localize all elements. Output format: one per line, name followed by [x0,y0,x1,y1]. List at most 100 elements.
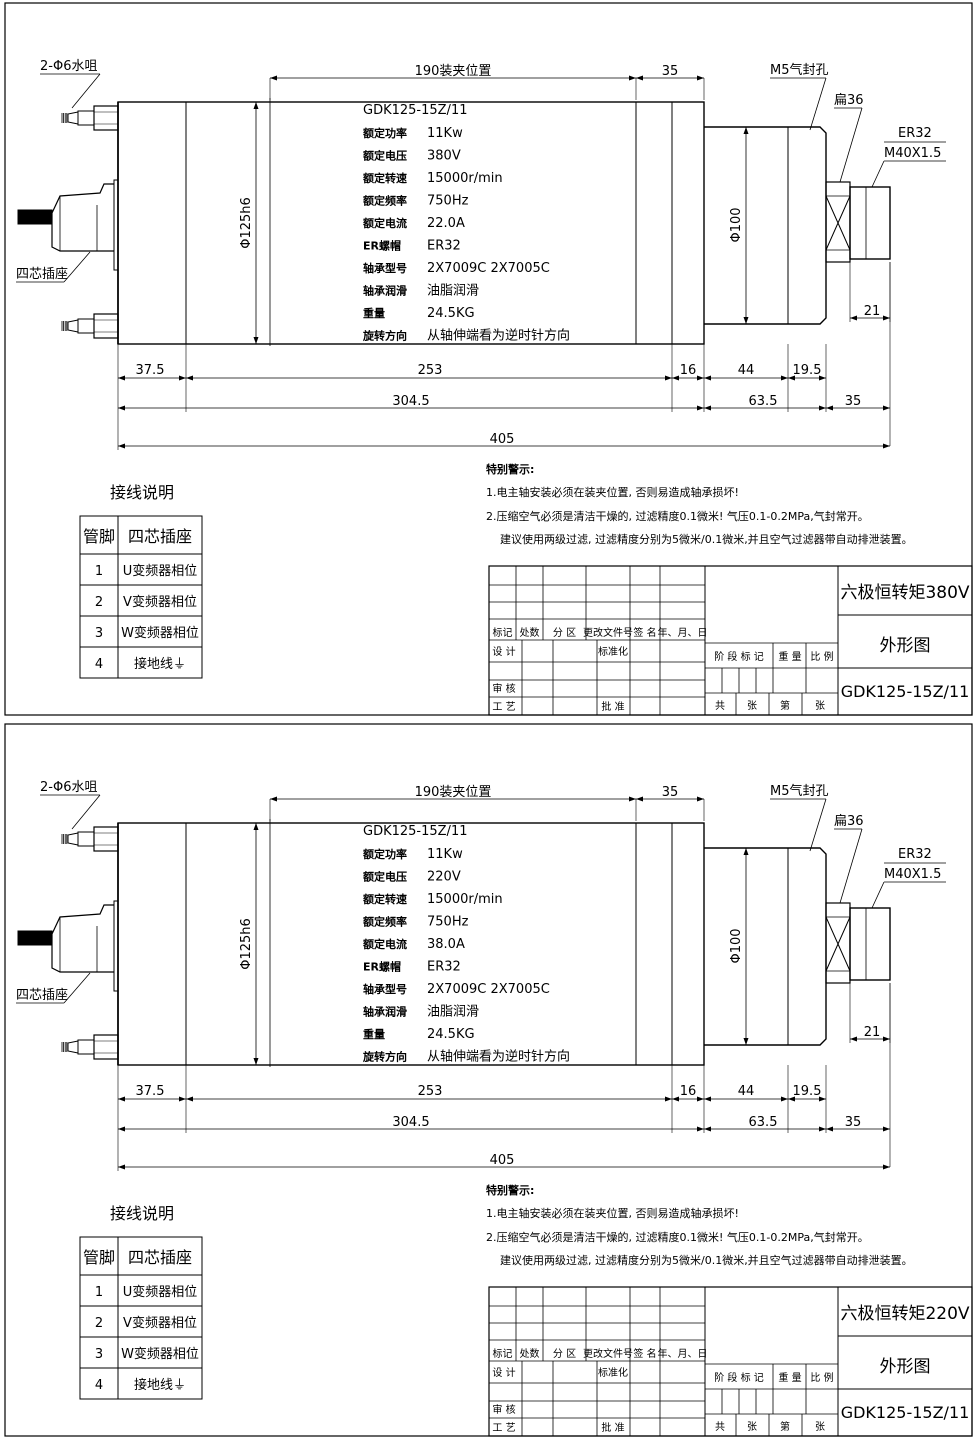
arrowhead [883,443,890,449]
title-sub: 外形图 [880,636,931,656]
dim-253: 253 [418,1084,443,1099]
arrowhead [629,796,636,802]
spec-label: 轴承润滑 [363,1005,407,1019]
spec-value: 38.0A [427,937,465,952]
stage-label: 阶 段 标 记 [714,650,764,663]
arrowhead [118,405,125,411]
arrowhead [186,1096,193,1102]
spec-label: 额定功率 [363,847,407,861]
wiring-phase: V变频器相位 [123,1315,197,1331]
arrowhead [883,1126,890,1132]
sheet2-label: 张 [815,700,825,712]
water-nozzle-callout: 2-Φ6水咀 [40,780,97,795]
scale-label: 比 例 [810,650,833,663]
arrowhead [883,1036,890,1042]
arrowhead [819,1096,826,1102]
approve-label: 批 准 [601,700,624,713]
water-nozzle-tip [67,111,79,125]
arrowhead [743,848,749,855]
arrowhead [704,375,711,381]
dim-44: 44 [738,363,755,378]
note-line: 2.压缩空气必须是清洁干燥的, 过滤精度0.1微米! 气压0.1-0.2MPa,… [486,1230,869,1244]
wiring-header: 四芯插座 [128,1248,192,1267]
title-block-label: 签 名 [633,1347,656,1360]
spec-value: 11Kw [427,126,463,141]
leader [63,251,91,283]
spec-label: 额定频率 [363,915,407,929]
arrowhead [270,75,277,81]
approve-label: 批 准 [601,1421,624,1434]
notes-title: 特别警示: [486,462,534,476]
note-line: 2.压缩空气必须是清洁干燥的, 过滤精度0.1微米! 气压0.1-0.2MPa,… [486,509,869,523]
leader [71,794,101,830]
water-nozzle-hex [77,831,95,847]
spec-value: 750Hz [427,915,469,930]
leader [71,73,101,109]
arrowhead [697,796,704,802]
wiring-phase: W变频器相位 [121,625,199,641]
arrowhead [697,75,704,81]
leader [871,160,885,188]
arrowhead [826,405,833,411]
dim-190: 190装夹位置 [415,785,492,800]
no-label: 第 [780,1420,790,1433]
arrowhead [665,1096,672,1102]
cable [17,930,53,946]
spec-value: ER32 [427,239,461,254]
spec-value: 750Hz [427,194,469,209]
arrowhead [253,823,259,830]
spindle-body [117,822,705,1066]
arrowhead [704,1096,711,1102]
arrowhead [850,1036,857,1042]
check-label: 审 核 [492,682,515,695]
title-main: 六极恒转矩220V [840,1304,969,1324]
arrowhead [788,1096,795,1102]
arrowhead [665,375,672,381]
wiring-cell [117,646,203,679]
arrowhead [819,405,826,411]
spindle-nose [704,847,827,1046]
arrowhead [883,1164,890,1170]
thread-callout: M40X1.5 [884,146,941,161]
er32-collet-nut [849,186,891,260]
arrowhead [697,1126,704,1132]
title-block-label: 年、月、日 [658,626,708,639]
spec-label: 额定电流 [363,937,407,951]
spindle-nose [704,126,827,325]
arrowhead [850,315,857,321]
arrowhead [781,375,788,381]
four-core-socket [51,183,114,252]
arrowhead [697,1096,704,1102]
standard-label: 标准化 [598,1366,628,1379]
process-label: 工 艺 [492,1422,515,1434]
water-nozzle-tip [67,319,79,333]
title-block-label: 签 名 [633,626,656,639]
wiring-pin: 2 [95,595,103,610]
spec-value: 15000r/min [427,171,503,186]
water-nozzle-hex [77,1039,95,1055]
spec-label: 重量 [363,306,385,320]
wiring-pin: 4 [95,1378,103,1393]
dim-21: 21 [864,1025,881,1040]
water-nozzle-tip [67,1040,79,1054]
arrowhead [118,1096,125,1102]
thread-callout: M40X1.5 [884,867,941,882]
spec-value: 24.5KG [427,1027,475,1042]
arrowhead [253,1058,259,1065]
four-core-socket [51,904,114,973]
leader [839,107,863,183]
sheet-label: 张 [747,1421,757,1433]
wiring-title: 接线说明 [110,1204,174,1223]
leader [871,881,885,909]
dim-63-5: 63.5 [749,1115,778,1130]
note-line: 建议使用两级过滤, 过滤精度分别为5微米/0.1微米,并且空气过滤器带自动排泄装… [500,1253,913,1267]
spec-value: 220V [427,870,461,885]
spec-label: 旋转方向 [362,1050,407,1064]
spec-label: 轴承润滑 [363,284,407,298]
title-block-label: 处数 [520,626,540,639]
wiring-phase: 接地线⏚ [134,656,186,672]
spec-label: 轴承型号 [363,982,407,996]
title-main: 六极恒转矩380V [840,583,969,603]
wiring-pin: 2 [95,1316,103,1331]
arrowhead [697,405,704,411]
